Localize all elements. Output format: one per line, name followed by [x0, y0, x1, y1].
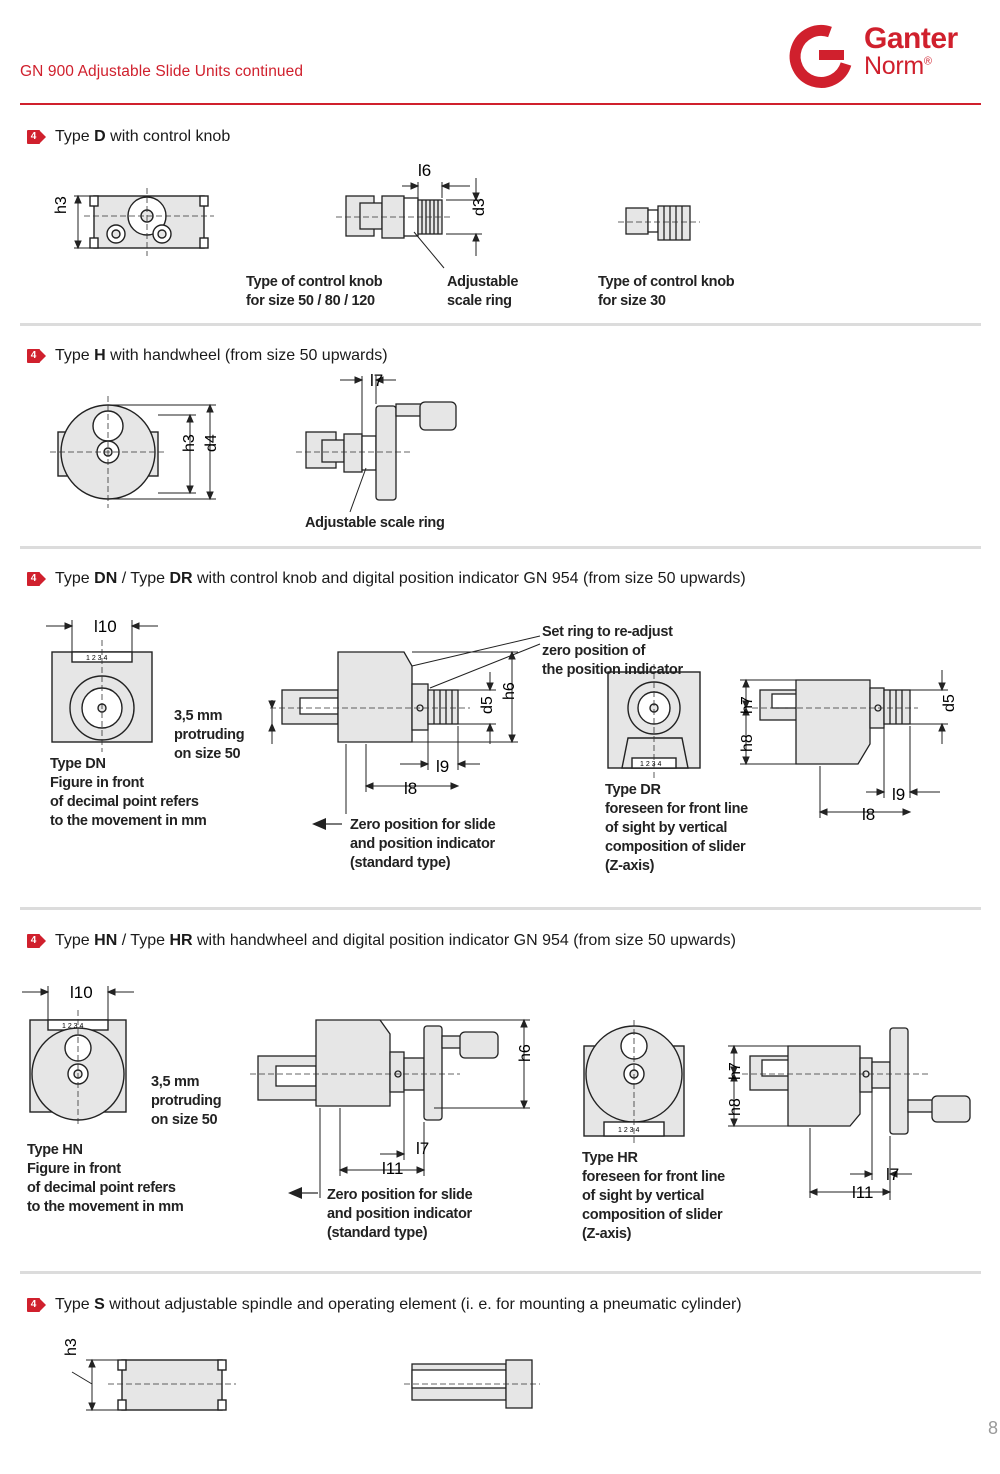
dim-l8-dn: l8	[404, 779, 417, 798]
section-title-type-h: 4 Type H with handwheel (from size 50 up…	[27, 347, 388, 365]
dim-h6-hn: h6	[517, 1044, 534, 1062]
dim-h3-s: h3	[63, 1338, 80, 1356]
section-separator	[20, 907, 981, 910]
dim-d3: d3	[471, 198, 488, 216]
section-marker-icon: 4	[27, 1298, 47, 1312]
dim-h7-hr: h7	[727, 1062, 744, 1080]
arrow-left-icon	[312, 818, 326, 830]
dim-l11-hn: l11	[382, 1159, 403, 1178]
section-marker-icon: 4	[27, 572, 47, 586]
counter-hn: 1 2 3 4	[62, 1023, 84, 1030]
arrow-left-icon	[288, 1187, 302, 1199]
dim-l7-hr: l7	[886, 1165, 899, 1184]
section-marker-icon: 4	[27, 934, 47, 948]
section-separator	[20, 1271, 981, 1274]
dim-l10-hn: l10	[70, 983, 93, 1002]
logo-word-ganter: Ganter	[864, 22, 958, 55]
dim-l7-hn: l7	[416, 1139, 429, 1158]
page-title: GN 900 Adjustable Slide Units continued	[20, 63, 304, 80]
dim-l9-dr: l9	[892, 785, 905, 804]
section-separator	[20, 323, 981, 326]
dim-d4: d4	[203, 434, 220, 452]
ganter-norm-logo: Ganter Norm®	[786, 22, 982, 88]
section-title-type-d: 4 Type D with control knob	[27, 128, 230, 146]
counter-hr: 1 2 3 4	[618, 1127, 640, 1134]
dim-l6: l6	[418, 161, 431, 180]
dim-h6-dn: h6	[501, 682, 518, 700]
counter-dr: 1 2 3 4	[640, 761, 662, 768]
section-marker-icon: 4	[27, 130, 47, 144]
dim-d5-dr: d5	[941, 694, 958, 712]
page-number: 8	[988, 1418, 999, 1438]
section-separator	[20, 546, 981, 549]
dim-d5-dn: d5	[479, 696, 496, 714]
section-title-type-hn-hr: 4 Type HN / Type HR with handwheel and d…	[27, 932, 736, 950]
dim-l11-hr: l11	[852, 1183, 873, 1202]
dim-h7-dr: h7	[739, 696, 756, 714]
header-rule	[20, 103, 981, 105]
ganter-logo-mark	[789, 24, 852, 88]
caption-adjustable-scale-ring: Adjustable scale ring	[305, 515, 445, 531]
dim-h3-d: h3	[53, 196, 70, 214]
dim-l7-h: l7	[370, 371, 383, 390]
dim-l8-dr: l8	[862, 805, 875, 824]
section-marker-icon: 4	[27, 349, 47, 363]
dim-h8-hr: h8	[727, 1098, 744, 1116]
dim-l10-dn: l10	[94, 617, 117, 636]
dim-l9-dn: l9	[436, 757, 449, 776]
section-title-type-dn-dr: 4 Type DN / Type DR with control knob an…	[27, 570, 746, 588]
logo-word-norm: Norm®	[864, 52, 932, 80]
dim-h3-h: h3	[181, 434, 198, 452]
dim-h8-dr: h8	[739, 734, 756, 752]
section-title-type-s: 4 Type S without adjustable spindle and …	[27, 1296, 742, 1314]
counter-dn: 1 2 3 4	[86, 655, 108, 662]
